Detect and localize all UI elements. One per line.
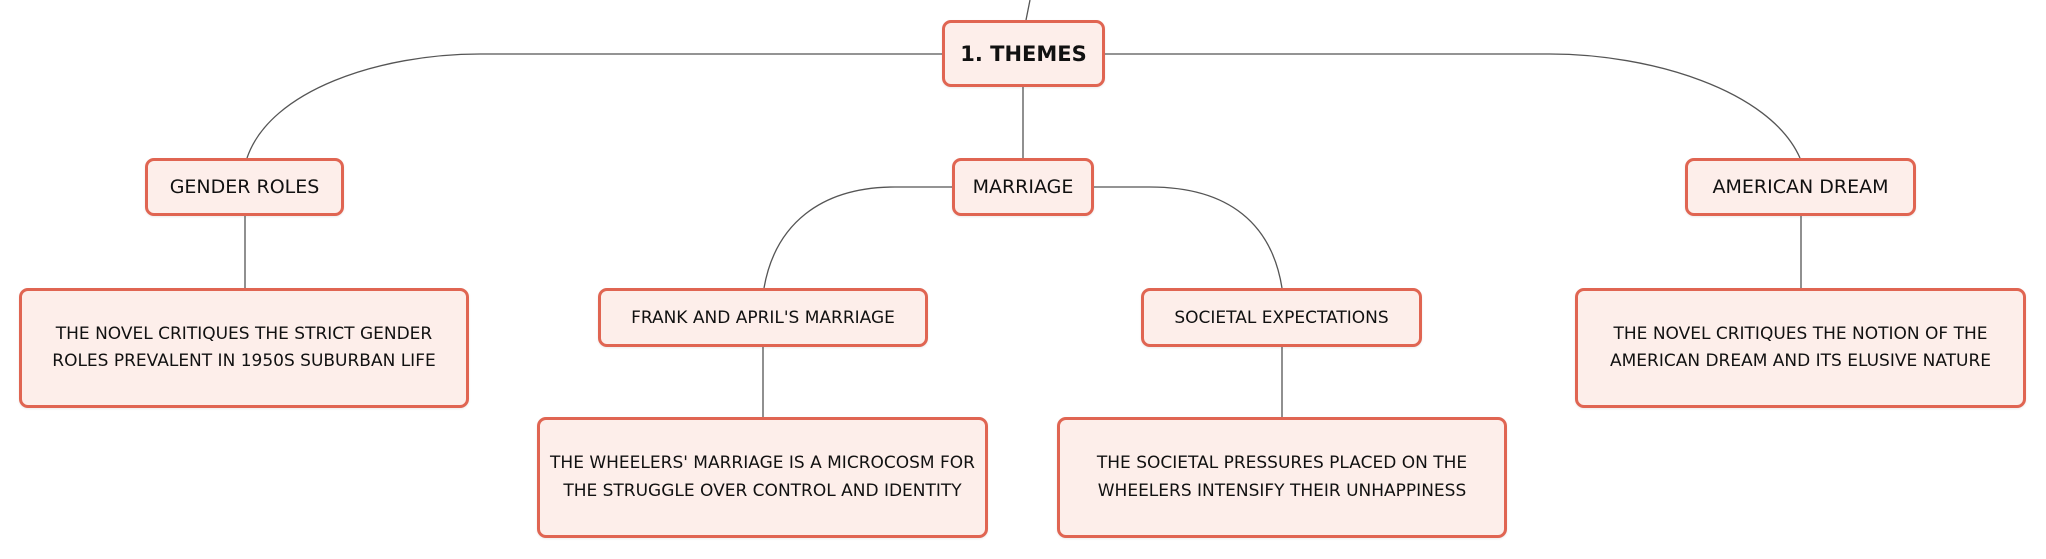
connector-root-american-dream (1104, 53, 1801, 159)
connector-parent-root (1025, 0, 1031, 21)
node-societal-expectations[interactable]: SOCIETAL EXPECTATIONS (1141, 288, 1422, 347)
node-marriage-label: MARRIAGE (972, 176, 1074, 198)
node-american-dream-label: AMERICAN DREAM (1712, 176, 1889, 198)
node-societal-expectations-detail-text: THE SOCIETAL PRESSURES PLACED ON THE WHE… (1096, 453, 1468, 501)
connector-root-gender-roles (246, 53, 942, 159)
node-gender-roles-detail[interactable]: THE NOVEL CRITIQUES THE STRICT GENDER RO… (19, 288, 469, 408)
node-societal-expectations-detail[interactable]: THE SOCIETAL PRESSURES PLACED ON THE WHE… (1057, 417, 1507, 538)
node-gender-roles[interactable]: GENDER ROLES (145, 158, 344, 216)
connector-marriage-societal (1093, 186, 1283, 289)
node-frank-april-detail-text: THE WHEELERS' MARRIAGE IS A MICROCOSM FO… (550, 453, 975, 501)
node-gender-roles-label: GENDER ROLES (169, 176, 320, 198)
node-frank-april-marriage-label: FRANK AND APRIL'S MARRIAGE (631, 307, 895, 328)
node-frank-april-detail[interactable]: THE WHEELERS' MARRIAGE IS A MICROCOSM FO… (537, 417, 988, 538)
node-american-dream-detail[interactable]: THE NOVEL CRITIQUES THE NOTION OF THE AM… (1575, 288, 2026, 408)
root-node-themes[interactable]: 1. THEMES (942, 20, 1105, 87)
node-marriage[interactable]: MARRIAGE (952, 158, 1094, 216)
root-node-label: 1. THEMES (960, 41, 1087, 66)
node-american-dream-detail-text: THE NOVEL CRITIQUES THE NOTION OF THE AM… (1609, 323, 1992, 371)
connector-marriage-frank-april (763, 186, 953, 289)
node-societal-expectations-label: SOCIETAL EXPECTATIONS (1174, 307, 1389, 328)
node-gender-roles-detail-text: THE NOVEL CRITIQUES THE STRICT GENDER RO… (52, 323, 436, 371)
node-frank-april-marriage[interactable]: FRANK AND APRIL'S MARRIAGE (598, 288, 928, 347)
node-american-dream[interactable]: AMERICAN DREAM (1685, 158, 1916, 216)
